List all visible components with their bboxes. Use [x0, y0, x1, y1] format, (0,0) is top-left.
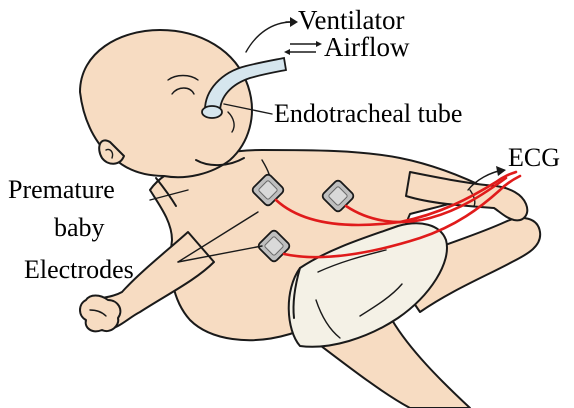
- ventilator-curve: [246, 22, 292, 52]
- ecg-label: ECG: [508, 143, 560, 172]
- electrodes-label: Electrodes: [24, 255, 134, 284]
- endotracheal-tube-label: Endotracheal tube: [274, 99, 462, 128]
- pointer-arrow-icon: [290, 17, 298, 27]
- ventilator-label: Ventilator: [298, 5, 404, 35]
- tube-mouth-end: [202, 106, 222, 118]
- bidirectional-arrow-icon: [284, 41, 322, 55]
- premature-label: Premature: [8, 175, 115, 204]
- ecg-arrowhead: [496, 166, 506, 176]
- baby-label: baby: [54, 213, 105, 242]
- left-fist: [80, 296, 120, 332]
- airflow-label: Airflow: [324, 32, 410, 62]
